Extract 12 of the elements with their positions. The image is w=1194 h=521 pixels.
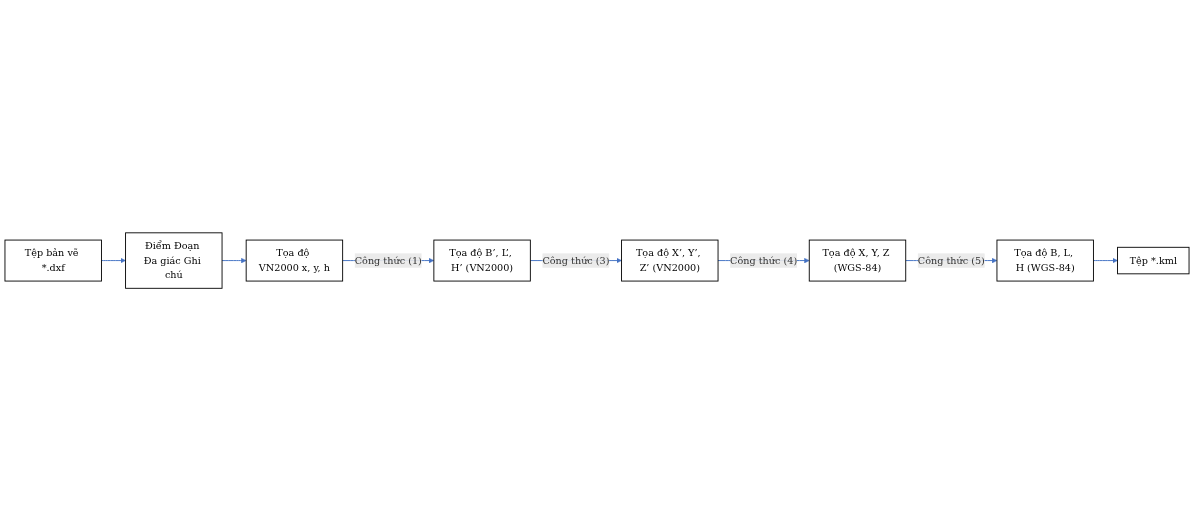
node-box: Tệp *.kml	[1117, 246, 1190, 275]
node-box: Tọa độ X’, Y’, Z’ (VN2000)	[621, 239, 719, 282]
node-box: Tệp bản vẽ *.dxf	[4, 239, 102, 282]
edge-label: Công thức (1)	[354, 254, 422, 266]
node-box: Điểm Đoạn Đa giác Ghi chú	[125, 232, 223, 289]
node-box: Tọa độ VN2000 x, y, h	[245, 239, 344, 282]
edge-label: Công thức (3)	[542, 254, 610, 266]
node-box: Tọa độ X, Y, Z (WGS-84)	[808, 239, 907, 282]
node-box: Tọa độ B, L, H (WGS-84)	[996, 239, 1094, 282]
node-box: Tọa độ B’, L’, H’ (VN2000)	[433, 239, 531, 282]
edge-label: Công thức (5)	[917, 254, 985, 266]
edge-label: Công thức (4)	[730, 254, 798, 266]
